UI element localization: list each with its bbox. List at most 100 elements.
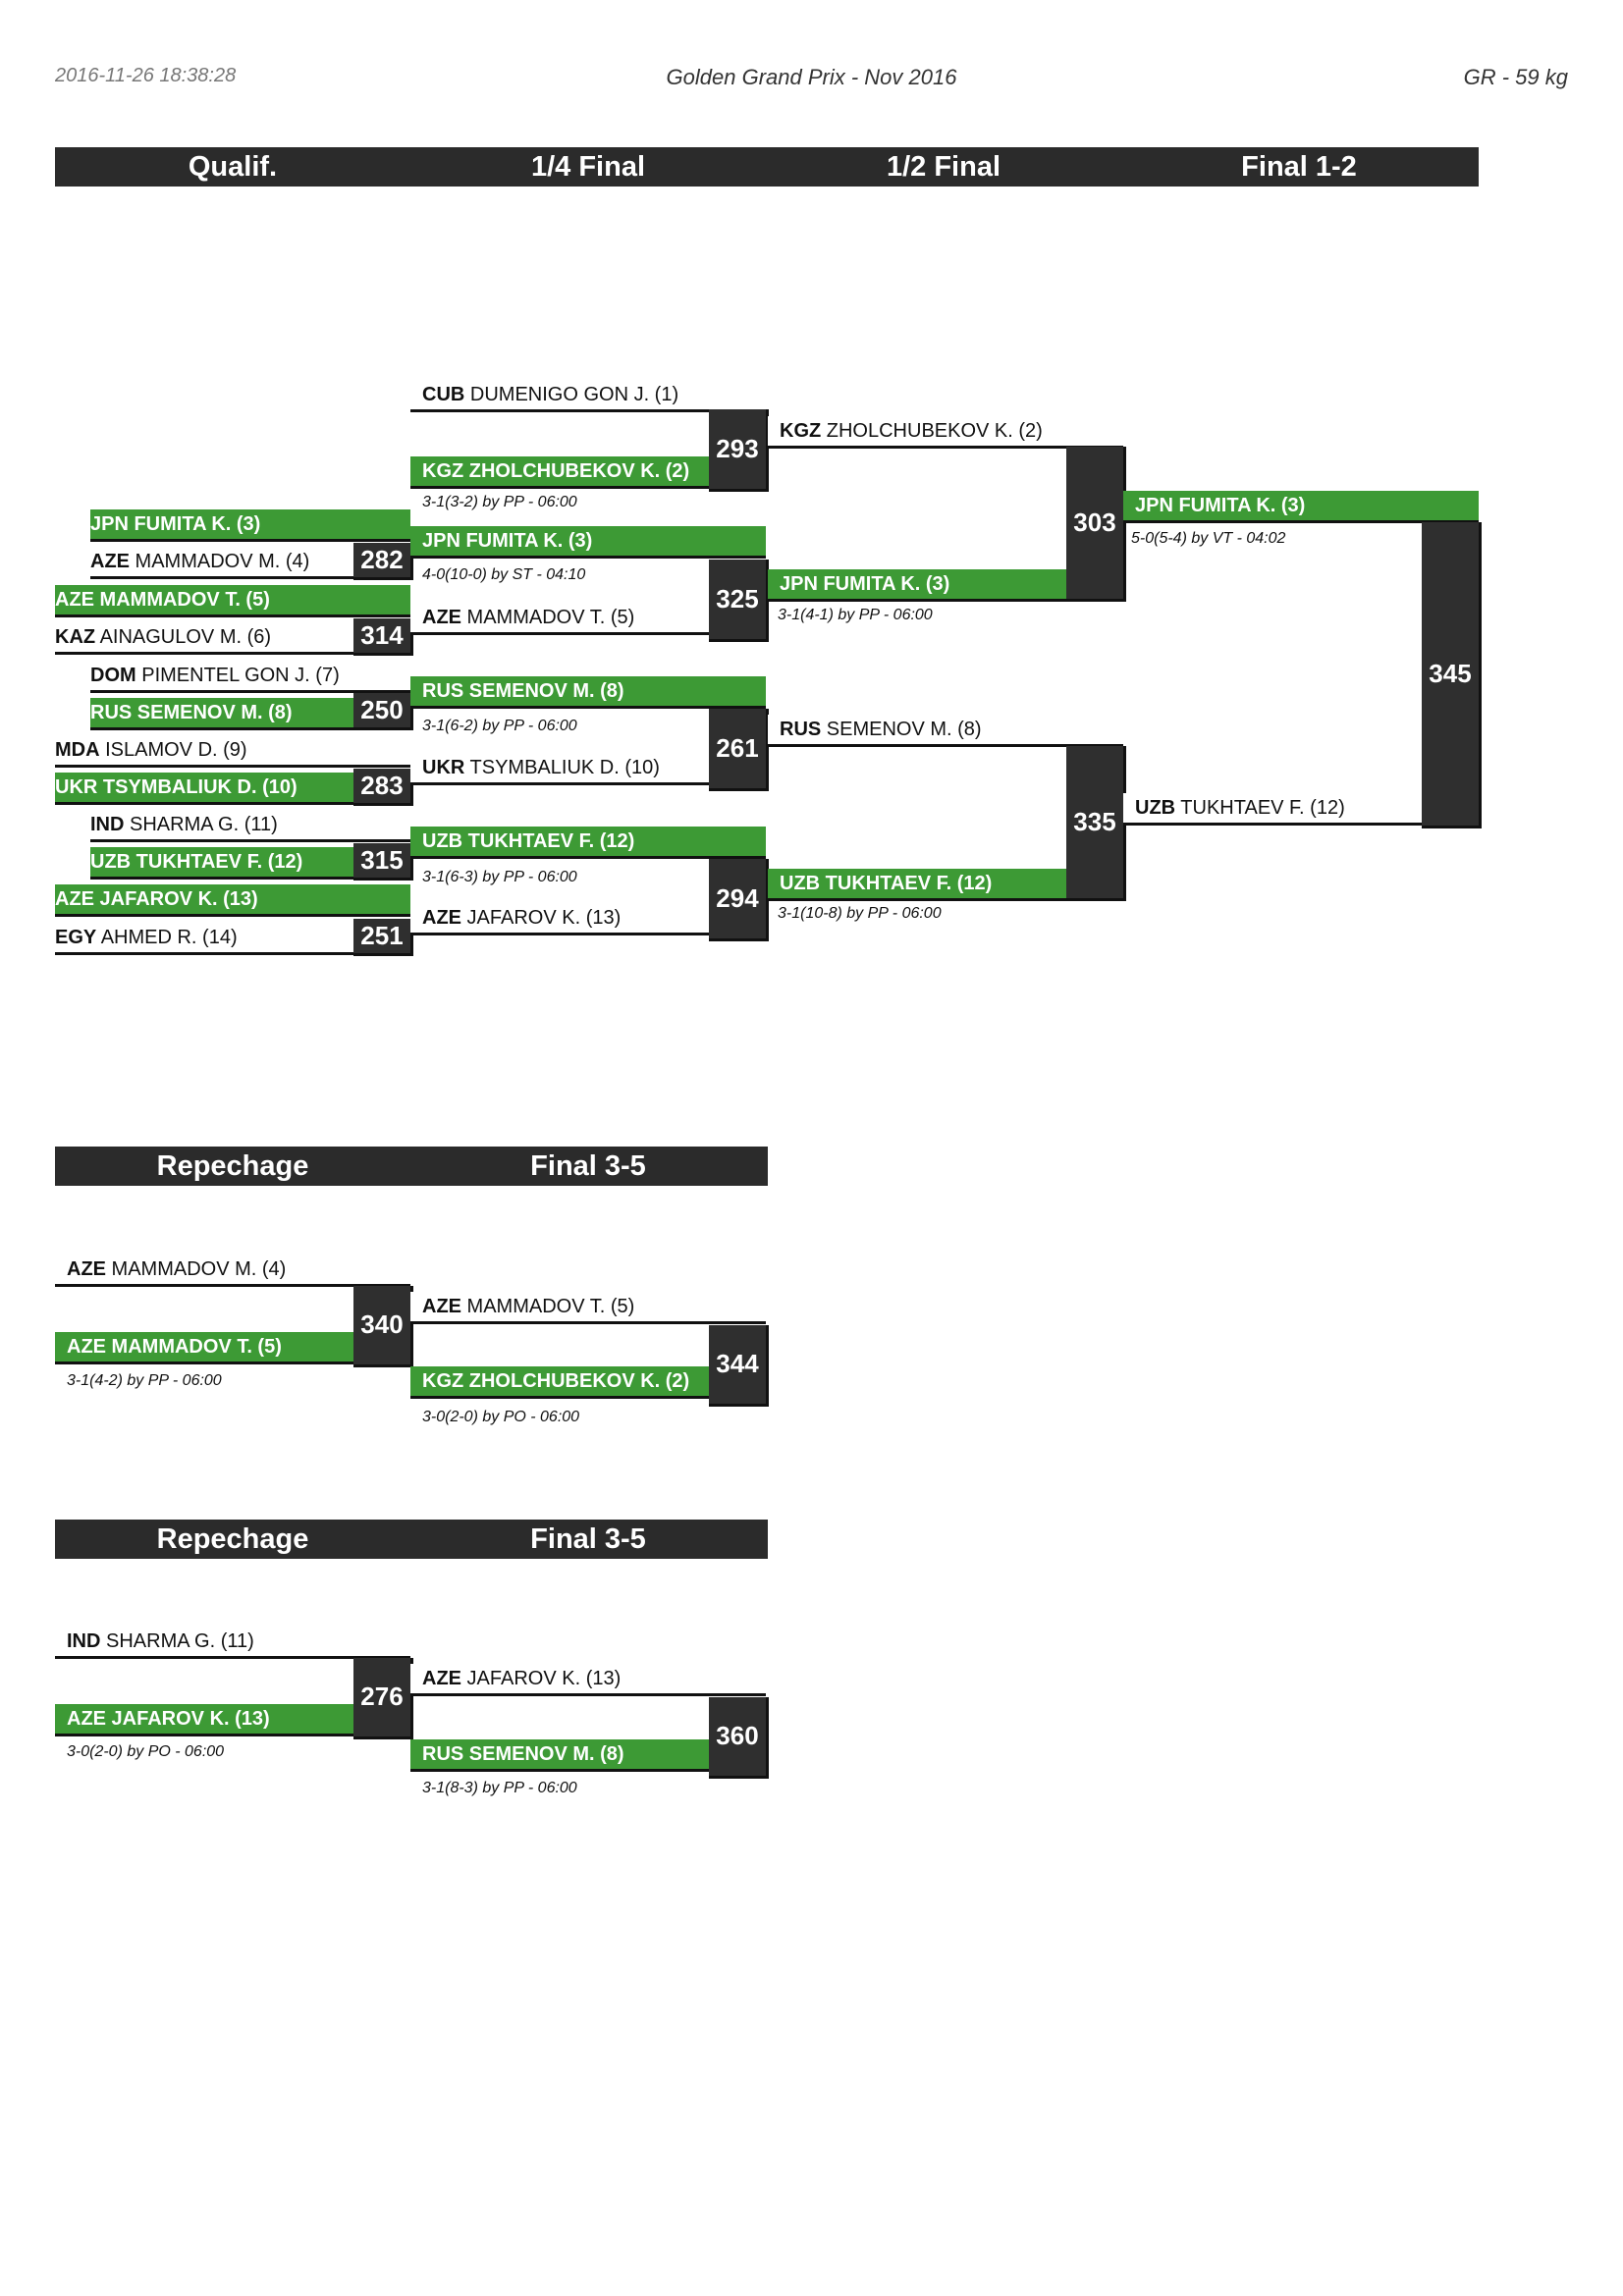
match-number: 345 — [1422, 522, 1482, 828]
athlete-name: TUKHTAEV F. (12) — [131, 851, 303, 873]
athlete-name: TUKHTAEV F. (12) — [820, 873, 993, 894]
athlete-name: MAMMADOV M. (4) — [106, 1258, 287, 1280]
country-code: UZB — [780, 873, 821, 894]
athlete-row: AZE JAFAROV K. (13) — [410, 1664, 766, 1696]
athlete-row: JPN FUMITA K. (3) — [90, 509, 410, 542]
match-result: 3-1(6-3) by PP - 06:00 — [422, 869, 577, 885]
country-code: KAZ — [55, 626, 96, 648]
match-result: 4-0(10-0) by ST - 04:10 — [422, 566, 586, 583]
country-code: JPN — [780, 573, 818, 595]
athlete-name: TSYMBALIUK D. (10) — [97, 776, 298, 798]
country-code: RUS — [90, 702, 133, 723]
country-code: UKR — [422, 757, 465, 778]
athlete-name: ZHOLCHUBEKOV K. (2) — [463, 1370, 690, 1392]
country-code: AZE — [422, 607, 461, 628]
match-number: 314 — [353, 618, 413, 656]
match-number: 344 — [709, 1325, 769, 1407]
athlete-row: UKR TSYMBALIUK D. (10) — [410, 753, 766, 785]
athlete-row: AZE JAFAROV K. (13) — [410, 903, 766, 935]
athlete-name: MAMMADOV M. (4) — [130, 551, 310, 572]
country-code: DOM — [90, 665, 136, 686]
athlete-row: CUB DUMENIGO GON J. (1) — [410, 380, 766, 412]
country-code: UZB — [422, 830, 463, 852]
athlete-row: AZE MAMMADOV T. (5) — [410, 1292, 766, 1324]
athlete-row: AZE JAFAROV K. (13) — [55, 884, 410, 917]
match-number: 276 — [353, 1658, 413, 1739]
athlete-row: RUS SEMENOV M. (8) — [410, 676, 766, 709]
timestamp: 2016-11-26 18:38:28 — [55, 65, 237, 86]
match-number: 303 — [1066, 447, 1126, 602]
match-result: 3-1(6-2) by PP - 06:00 — [422, 718, 577, 734]
athlete-row: JPN FUMITA K. (3) — [410, 526, 766, 559]
athlete-name: FUMITA K. (3) — [1172, 495, 1306, 516]
athlete-name: TUKHTAEV F. (12) — [1175, 797, 1345, 819]
match-number: 325 — [709, 560, 769, 642]
match-result: 3-1(10-8) by PP - 06:00 — [778, 905, 942, 922]
country-code: AZE — [67, 1258, 106, 1280]
country-code: RUS — [780, 719, 822, 740]
athlete-row: DOM PIMENTEL GON J. (7) — [90, 661, 410, 693]
athlete-row: RUS SEMENOV M. (8) — [768, 715, 1123, 747]
country-code: JPN — [90, 513, 129, 535]
athlete-name: DUMENIGO GON J. (1) — [464, 384, 679, 405]
country-code: JPN — [422, 530, 460, 552]
country-code: IND — [67, 1630, 101, 1652]
athlete-row: JPN FUMITA K. (3) — [1123, 491, 1479, 523]
athlete-row: AZE MAMMADOV T. (5) — [55, 1332, 353, 1364]
round-semi-final: 1/2 Final — [886, 151, 1001, 183]
match-result: 3-0(2-0) by PO - 06:00 — [422, 1409, 580, 1425]
country-code: UZB — [1135, 797, 1176, 819]
country-code: UZB — [90, 851, 132, 873]
athlete-name: MAMMADOV T. (5) — [461, 607, 635, 628]
weight-category: GR - 59 kg — [1463, 65, 1568, 89]
round-final-3-5: Final 3-5 — [530, 1150, 646, 1182]
country-code: JPN — [1135, 495, 1173, 516]
country-code: EGY — [55, 927, 97, 948]
athlete-name: FUMITA K. (3) — [817, 573, 950, 595]
athlete-name: TUKHTAEV F. (12) — [462, 830, 635, 852]
athlete-name: JAFAROV K. (13) — [94, 888, 258, 910]
athlete-row: AZE MAMMADOV T. (5) — [55, 585, 410, 617]
athlete-row: KGZ ZHOLCHUBEKOV K. (2) — [410, 456, 766, 489]
country-code: AZE — [90, 551, 130, 572]
athlete-name: SHARMA G. (11) — [100, 1630, 254, 1652]
round-repechage: Repechage — [156, 1150, 309, 1182]
match-number: 335 — [1066, 746, 1126, 901]
athlete-row: UKR TSYMBALIUK D. (10) — [55, 773, 410, 805]
round-qualif: Qualif. — [188, 151, 278, 183]
athlete-name: SEMENOV M. (8) — [463, 680, 624, 702]
match-number: 340 — [353, 1286, 413, 1367]
country-code: AZE — [67, 1336, 106, 1358]
athlete-row: RUS SEMENOV M. (8) — [410, 1739, 709, 1772]
athlete-name: MAMMADOV T. (5) — [461, 1296, 635, 1317]
athlete-row: KAZ AINAGULOV M. (6) — [55, 622, 410, 655]
country-code: AZE — [422, 1296, 461, 1317]
country-code: AZE — [67, 1708, 106, 1730]
athlete-name: SHARMA G. (11) — [124, 814, 278, 835]
match-result: 3-1(4-2) by PP - 06:00 — [67, 1372, 222, 1389]
event-title: Golden Grand Prix - Nov 2016 — [666, 65, 957, 89]
athlete-name: MAMMADOV T. (5) — [106, 1336, 282, 1358]
athlete-name: FUMITA K. (3) — [128, 513, 261, 535]
athlete-name: AHMED R. (14) — [96, 927, 238, 948]
athlete-name: FUMITA K. (3) — [460, 530, 593, 552]
match-number: 294 — [709, 859, 769, 941]
athlete-row: UZB TUKHTAEV F. (12) — [768, 869, 1123, 901]
country-code: AZE — [55, 888, 94, 910]
country-code: AZE — [422, 907, 461, 929]
match-result: 3-1(3-2) by PP - 06:00 — [422, 494, 577, 510]
repechage-header-bar-1: Repechage Final 3-5 — [55, 1147, 768, 1186]
country-code: AZE — [422, 1668, 461, 1689]
match-number: 282 — [353, 543, 413, 580]
athlete-row: AZE MAMMADOV T. (5) — [410, 603, 766, 635]
match-number: 261 — [709, 709, 769, 791]
country-code: KGZ — [780, 420, 822, 442]
country-code: AZE — [55, 589, 94, 611]
athlete-name: TSYMBALIUK D. (10) — [464, 757, 660, 778]
athlete-row: MDA ISLAMOV D. (9) — [55, 735, 410, 768]
round-repechage: Repechage — [156, 1523, 309, 1555]
athlete-name: JAFAROV K. (13) — [461, 907, 622, 929]
match-result: 3-1(8-3) by PP - 06:00 — [422, 1780, 577, 1796]
athlete-row: EGY AHMED R. (14) — [55, 923, 410, 955]
match-number: 315 — [353, 843, 413, 881]
